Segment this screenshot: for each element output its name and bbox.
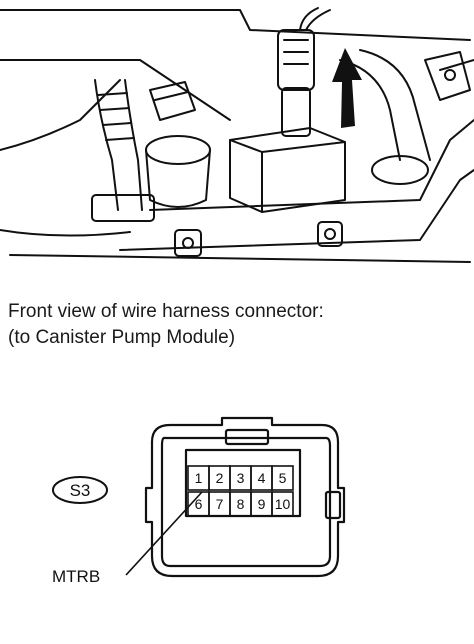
- caption-line-2: (to Canister Pump Module): [8, 327, 236, 348]
- pin-cell: [271, 465, 294, 491]
- caption-line-1: Front view of wire harness connector:: [8, 301, 324, 322]
- disconnect-arrow-icon: [332, 48, 362, 128]
- engine-bay-illustration: [0, 7, 474, 263]
- pin-number-7: 7: [216, 496, 224, 512]
- connector-code-label: S3: [70, 481, 91, 500]
- pin-number-4: 4: [258, 470, 266, 486]
- pin-number-1: 1: [195, 470, 203, 486]
- pin-number-5: 5: [279, 470, 287, 486]
- pin-number-2: 2: [216, 470, 224, 486]
- callout-label-mtrb: MTRB: [52, 567, 100, 586]
- connector-housing: [144, 416, 346, 578]
- pin-number-10: 10: [275, 496, 291, 512]
- pin-number-8: 8: [237, 496, 245, 512]
- pin-number-6: 6: [195, 496, 203, 512]
- connector-code-badge: [52, 476, 108, 504]
- pin-number-3: 3: [237, 470, 245, 486]
- pin-number-9: 9: [258, 496, 266, 512]
- pin-cell: [271, 491, 294, 517]
- callout-leader-line: [125, 491, 203, 576]
